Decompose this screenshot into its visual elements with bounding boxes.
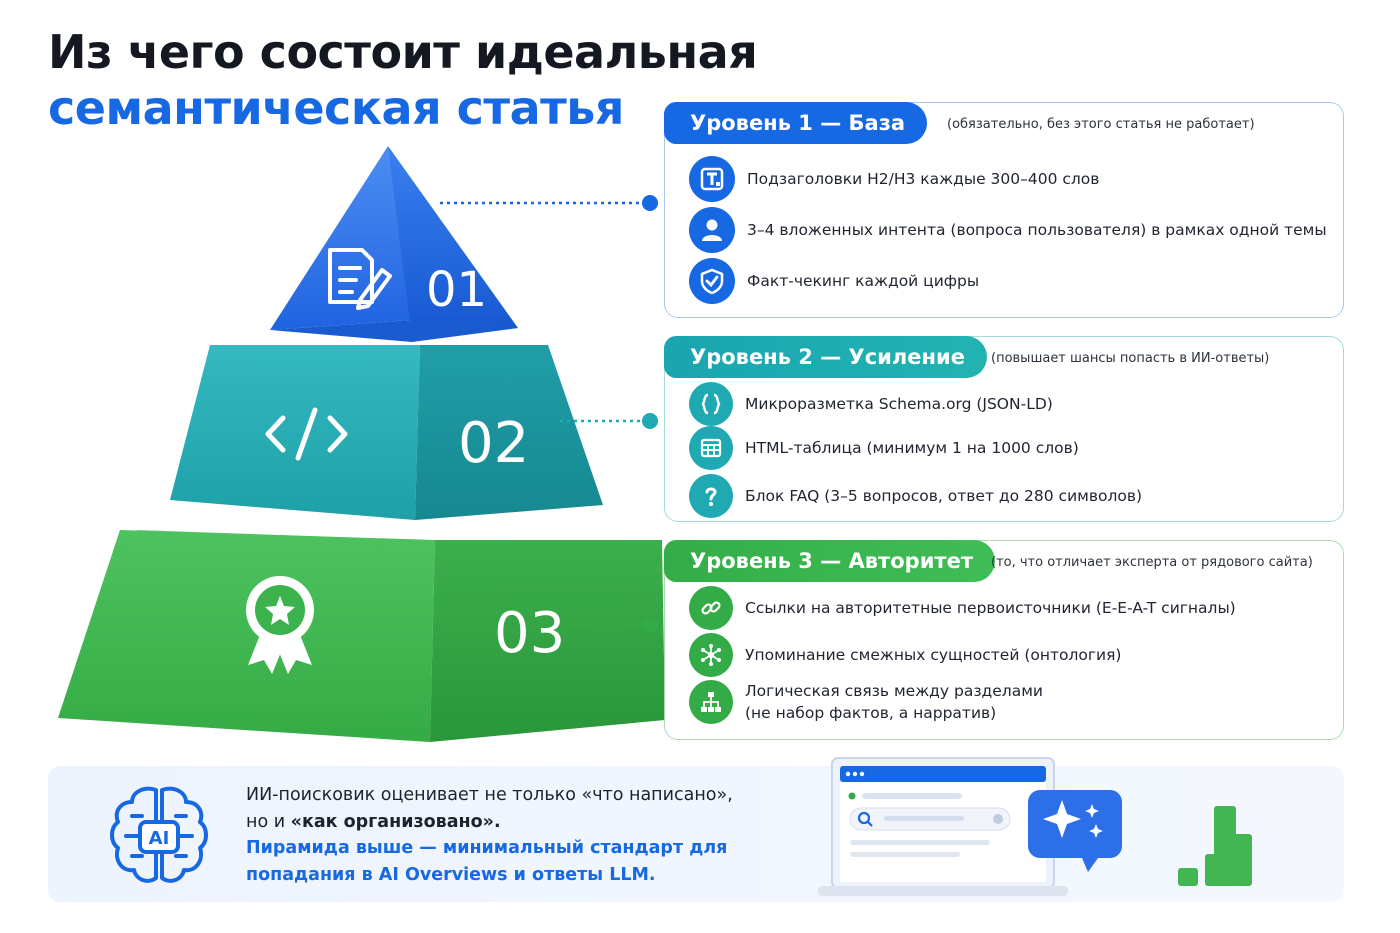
level-2-title: Уровень 2 — Усиление <box>664 336 987 378</box>
heading-icon <box>689 156 735 202</box>
list-item: Микроразметка Schema.org (JSON-LD) <box>689 382 1333 426</box>
footer-highlight-1: Пирамида выше — минимальный стандарт для <box>246 838 728 859</box>
item-text: Ссылки на авторитетные первоисточники (E… <box>745 599 1236 617</box>
item-text: Упоминание смежных сущностей (онтология) <box>745 646 1122 664</box>
connector-1 <box>440 195 658 211</box>
footer-line-2: но и «как организовано». <box>246 809 806 836</box>
question-icon <box>689 474 733 518</box>
level-1-title: Уровень 1 — База <box>664 102 928 144</box>
sparkle-chat-icon <box>1028 790 1122 872</box>
list-item: Ссылки на авторитетные первоисточники (E… <box>689 586 1333 630</box>
footer-highlight-2: попадания в AI Overviews и ответы LLM. <box>246 864 656 885</box>
footer-line-1: ИИ-поисковик оценивает не только «что на… <box>246 785 733 805</box>
level-3-card: Уровень 3 — Авторитет (то, что отличает … <box>664 540 1344 740</box>
growth-bar-tall <box>1214 806 1236 886</box>
growth-bars-icon <box>1178 834 1252 886</box>
item-text: Факт-чекинг каждой цифры <box>747 272 980 290</box>
ai-brain-label: AI <box>149 828 170 849</box>
level-3-title: Уровень 3 — Авторитет <box>664 540 995 582</box>
curly-braces-icon <box>689 382 733 426</box>
tier-number-03: 03 <box>494 601 565 666</box>
level-1-note: (обязательно, без этого статья не работа… <box>947 117 1255 132</box>
tier-number-01: 01 <box>426 262 487 318</box>
network-icon <box>689 633 733 677</box>
title-line-2: семантическая статья <box>48 81 624 136</box>
level-1-card: Уровень 1 — База (обязательно, без этого… <box>664 102 1344 318</box>
item-text-line-2: (не набор фактов, а нарратив) <box>745 704 997 722</box>
award-ribbon-icon <box>246 576 314 674</box>
pyramid-tier-03 <box>58 530 665 742</box>
link-icon <box>689 586 733 630</box>
pyramid-illustration: 01 02 03 <box>58 146 665 742</box>
pyramid-tier-01 <box>270 146 518 342</box>
page-title: Из чего состоит идеальная семантическая … <box>48 24 758 136</box>
item-text: 3–4 вложенных интента (вопроса пользоват… <box>747 221 1327 239</box>
shield-check-icon <box>689 258 735 304</box>
list-item: Логическая связь между разделами (не наб… <box>689 680 1333 724</box>
item-text: Логическая связь между разделами (не наб… <box>745 680 1043 724</box>
code-brackets-icon <box>265 407 348 461</box>
document-edit-icon <box>328 248 392 310</box>
list-item: Упоминание смежных сущностей (онтология) <box>689 633 1333 677</box>
level-2-card: Уровень 2 — Усиление (повышает шансы поп… <box>664 336 1344 522</box>
laptop-illustration <box>818 757 1252 896</box>
item-text: Блок FAQ (3–5 вопросов, ответ до 280 сим… <box>745 487 1143 505</box>
footer-banner: AI ИИ-поисковик оценивает не только «что… <box>48 757 1344 902</box>
footer-text: ИИ-поисковик оценивает не только «что на… <box>246 782 806 888</box>
list-item: Подзаголовки H2/H3 каждые 300–400 слов <box>689 156 1333 202</box>
pyramid-tier-02 <box>170 345 603 520</box>
list-item: Факт-чекинг каждой цифры <box>689 258 1333 304</box>
footer-line-2-bold: «как организовано». <box>290 811 501 832</box>
list-item: Блок FAQ (3–5 вопросов, ответ до 280 сим… <box>689 474 1333 518</box>
item-text: Микроразметка Schema.org (JSON-LD) <box>745 395 1053 413</box>
item-text-line-1: Логическая связь между разделами <box>745 682 1043 700</box>
tier-number-02: 02 <box>458 411 529 476</box>
table-icon <box>689 426 733 470</box>
list-item: HTML-таблица (минимум 1 на 1000 слов) <box>689 426 1333 470</box>
ai-brain-icon: AI <box>110 786 208 883</box>
footer-line-2-pre: но и <box>246 811 291 832</box>
user-icon <box>689 207 735 253</box>
item-text: HTML-таблица (минимум 1 на 1000 слов) <box>745 439 1079 457</box>
list-item: 3–4 вложенных интента (вопроса пользоват… <box>689 207 1333 253</box>
connector-3 <box>568 617 658 633</box>
level-3-note: (то, что отличает эксперта от рядового с… <box>991 555 1313 570</box>
connector-2 <box>560 413 658 429</box>
level-2-note: (повышает шансы попасть в ИИ-ответы) <box>991 351 1270 366</box>
hierarchy-icon <box>689 680 733 724</box>
title-line-1: Из чего состоит идеальная <box>48 25 758 79</box>
item-text: Подзаголовки H2/H3 каждые 300–400 слов <box>747 170 1100 188</box>
